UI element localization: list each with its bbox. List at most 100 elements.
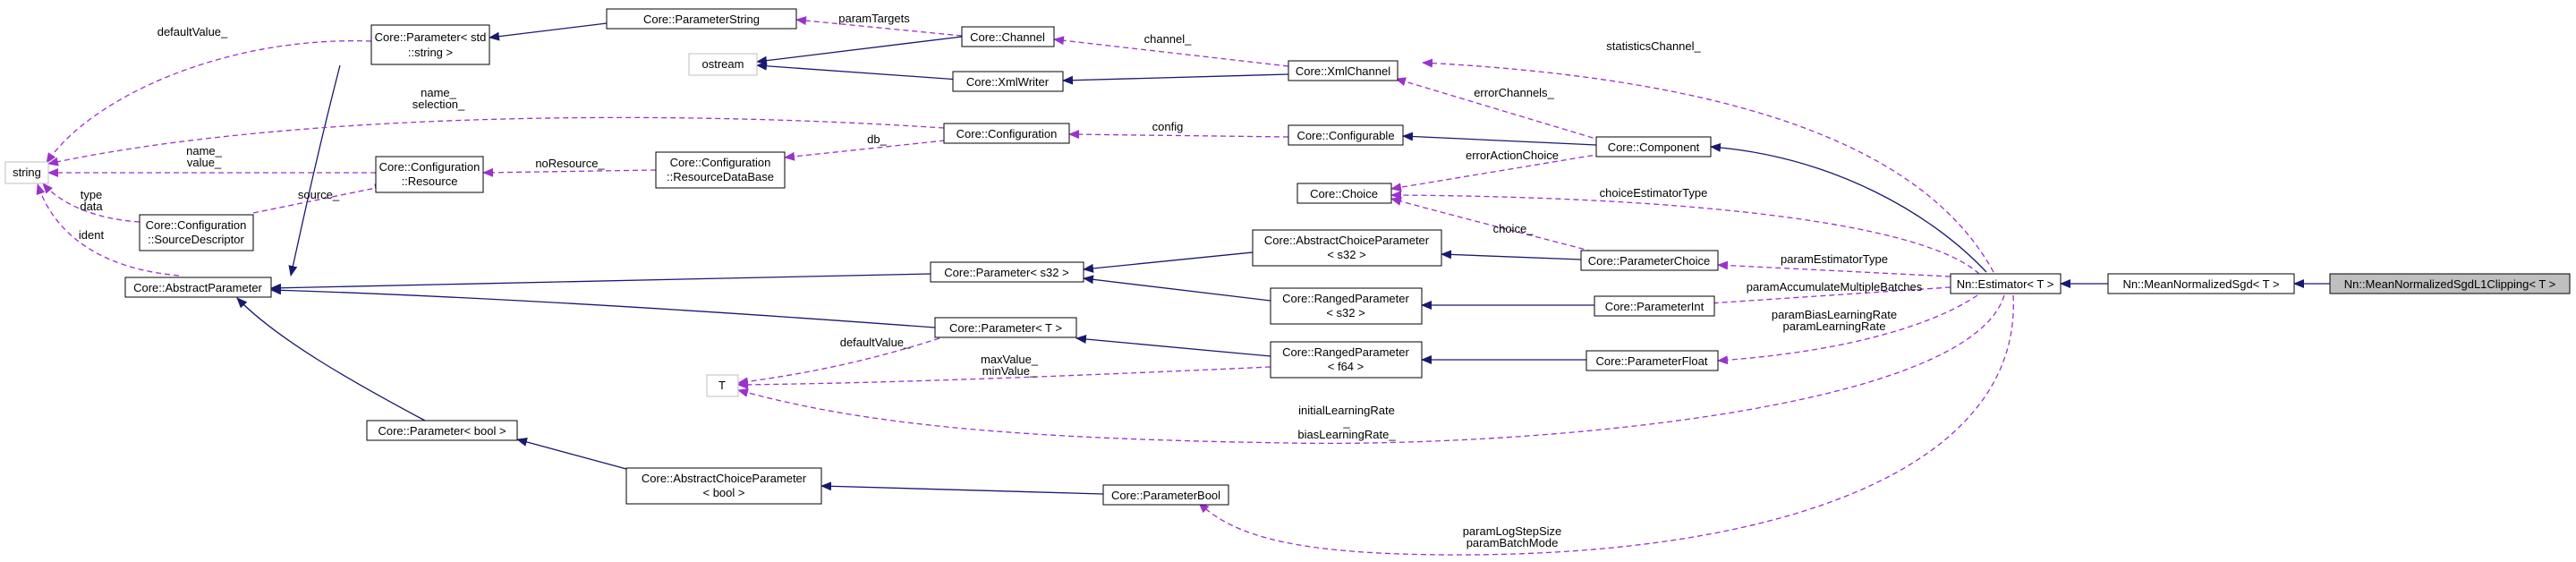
node-configuration-resource-database-line1: Core::Configuration bbox=[670, 156, 771, 169]
label-choice: choice_ bbox=[1493, 222, 1535, 235]
node-ranged-f64-line1: Core::RangedParameter bbox=[1282, 345, 1409, 359]
label-source: source_ bbox=[298, 188, 340, 201]
node-ranged-s32-line1: Core::RangedParameter bbox=[1282, 292, 1409, 305]
label-channel: channel_ bbox=[1144, 32, 1193, 46]
label-choice-estimator-type: choiceEstimatorType bbox=[1600, 186, 1708, 200]
edge-default-value-top bbox=[46, 40, 372, 164]
node-configuration[interactable]: Core::Configuration bbox=[943, 123, 1070, 144]
node-parameter-bool-class-label: Core::ParameterBool bbox=[1111, 489, 1220, 502]
node-parameter-int-label: Core::ParameterInt bbox=[1605, 300, 1705, 313]
edge-initial-lr bbox=[737, 294, 2005, 445]
edge-source bbox=[252, 183, 386, 214]
node-mean-normalized-sgd-l1-clipping-label: Nn::MeanNormalizedSgdL1Clipping< T > bbox=[2344, 277, 2556, 291]
node-ranged-f64[interactable]: Core::RangedParameter < f64 > bbox=[1270, 341, 1423, 379]
node-ranged-s32[interactable]: Core::RangedParameter < s32 > bbox=[1270, 287, 1423, 325]
node-configuration-resource[interactable]: Core::Configuration ::Resource bbox=[375, 156, 484, 193]
node-parameter-T[interactable]: Core::Parameter< T > bbox=[934, 317, 1077, 338]
node-abstract-choice-bool[interactable]: Core::AbstractChoiceParameter < bool > bbox=[625, 467, 822, 505]
node-abstract-parameter[interactable]: Core::AbstractParameter bbox=[124, 277, 272, 298]
node-configuration-resource-database-line2: ::ResourceDataBase bbox=[667, 170, 774, 183]
node-parameter-int[interactable]: Core::ParameterInt bbox=[1594, 295, 1715, 317]
edge-ranged-f64-to-param-T bbox=[1075, 335, 1271, 357]
node-component[interactable]: Core::Component bbox=[1595, 136, 1712, 158]
edge-channel-to-ostream bbox=[756, 36, 963, 65]
node-parameter-bool-label: Core::Parameter< bool > bbox=[378, 424, 506, 438]
node-xmlwriter-label: Core::XmlWriter bbox=[966, 75, 1050, 89]
node-xmlchannel-label: Core::XmlChannel bbox=[1296, 64, 1390, 78]
label-name-selection-1: name_ bbox=[421, 86, 457, 99]
edge-channel-member bbox=[1053, 36, 1289, 67]
edge-param-targets bbox=[795, 16, 963, 37]
node-abstract-choice-s32-line1: Core::AbstractChoiceParameter bbox=[1264, 234, 1430, 247]
label-param-targets: paramTargets bbox=[838, 12, 910, 25]
edge-name-selection bbox=[47, 116, 945, 166]
label-type-data-2: data bbox=[80, 200, 103, 213]
edge-component-to-configurable bbox=[1402, 132, 1597, 146]
node-T[interactable]: T bbox=[706, 374, 739, 397]
label-initial-lr-1: initialLearningRate bbox=[1298, 404, 1395, 417]
node-string-label: string bbox=[13, 166, 41, 179]
node-string[interactable]: string bbox=[4, 161, 49, 184]
label-param-log-step-1: paramLogStepSize bbox=[1463, 524, 1562, 538]
edge-default-value-mid bbox=[737, 337, 940, 387]
edge-xmlchannel-to-xmlwriter bbox=[1062, 73, 1289, 85]
usage-edges bbox=[36, 16, 2014, 556]
label-initial-lr-2: _ bbox=[1342, 415, 1350, 429]
node-parameter-string-class[interactable]: Core::ParameterString bbox=[606, 8, 797, 30]
node-mean-normalized-sgd-l1-clipping[interactable]: Nn::MeanNormalizedSgdL1Clipping< T > bbox=[2329, 273, 2571, 294]
edge-param-string-to-abstract bbox=[288, 64, 341, 277]
label-param-log-step-2: paramBatchMode bbox=[1467, 536, 1559, 549]
node-parameter-choice[interactable]: Core::ParameterChoice bbox=[1580, 250, 1719, 271]
node-param-string-line2: ::string > bbox=[408, 46, 453, 59]
node-parameter-string-label: Core::ParameterString bbox=[643, 13, 760, 26]
node-channel-label: Core::Channel bbox=[970, 30, 1045, 44]
node-xmlchannel[interactable]: Core::XmlChannel bbox=[1288, 60, 1399, 81]
label-param-bias-lr-2: paramLearningRate bbox=[1783, 319, 1886, 333]
label-statistics-channel: statisticsChannel_ bbox=[1606, 39, 1701, 53]
node-source-descriptor[interactable]: Core::Configuration ::SourceDescriptor bbox=[139, 214, 254, 251]
node-channel[interactable]: Core::Channel bbox=[961, 26, 1055, 47]
label-type-data-1: type bbox=[81, 188, 103, 201]
edge-estimator-to-component bbox=[1710, 142, 1987, 273]
node-parameter-float-label: Core::ParameterFloat bbox=[1596, 354, 1708, 368]
node-configurable[interactable]: Core::Configurable bbox=[1288, 124, 1404, 146]
node-param-string[interactable]: Core::Parameter< std ::string > bbox=[370, 24, 490, 65]
edge-statistics-channel bbox=[1422, 58, 1994, 273]
label-default-value-mid: defaultValue_ bbox=[840, 336, 911, 349]
edge-choice-estimator-type bbox=[1390, 191, 1980, 275]
label-name-value-2: value_ bbox=[187, 156, 222, 169]
edge-abs-choice-bool-to-param-bool bbox=[516, 438, 627, 470]
node-estimator-label: Nn::Estimator< T > bbox=[1957, 277, 2054, 291]
edge-config bbox=[1068, 130, 1289, 140]
label-db: db_ bbox=[867, 132, 887, 146]
label-param-accumulate: paramAccumulateMultipleBatches bbox=[1747, 280, 1923, 294]
node-choice[interactable]: Core::Choice bbox=[1297, 183, 1392, 204]
label-param-estimator-type: paramEstimatorType bbox=[1781, 252, 1888, 266]
node-parameter-s32[interactable]: Core::Parameter< s32 > bbox=[930, 261, 1084, 283]
node-parameter-s32-label: Core::Parameter< s32 > bbox=[944, 266, 1068, 279]
node-parameter-bool-class[interactable]: Core::ParameterBool bbox=[1102, 484, 1229, 506]
node-estimator[interactable]: Nn::Estimator< T > bbox=[1950, 273, 2062, 294]
node-mean-normalized-sgd[interactable]: Nn::MeanNormalizedSgd< T > bbox=[2107, 273, 2295, 294]
label-param-bias-lr-1: paramBiasLearningRate bbox=[1772, 308, 1897, 321]
node-xmlwriter[interactable]: Core::XmlWriter bbox=[952, 71, 1064, 92]
node-abstract-choice-s32[interactable]: Core::AbstractChoiceParameter < s32 > bbox=[1252, 229, 1442, 267]
node-abstract-choice-s32-line2: < s32 > bbox=[1327, 248, 1365, 261]
node-configuration-resource-database[interactable]: Core::Configuration ::ResourceDataBase bbox=[655, 151, 786, 189]
label-max-min-value-1: maxValue_ bbox=[981, 353, 1039, 366]
node-ranged-s32-line2: < s32 > bbox=[1326, 306, 1365, 319]
edge-param-accumulate bbox=[1681, 286, 1951, 310]
node-param-string-line1: Core::Parameter< std bbox=[375, 30, 487, 44]
edge-no-resource bbox=[482, 167, 657, 177]
node-parameter-bool[interactable]: Core::Parameter< bool > bbox=[366, 420, 518, 441]
edge-param-estimator-type bbox=[1717, 260, 1951, 277]
edge-param-bool-cls-to-abs-choice-bool bbox=[820, 481, 1104, 495]
node-parameter-T-label: Core::Parameter< T > bbox=[949, 321, 1062, 335]
edge-param-log-step bbox=[1198, 294, 2014, 556]
node-ostream[interactable]: ostream bbox=[688, 53, 758, 76]
node-mean-normalized-sgd-label: Nn::MeanNormalizedSgd< T > bbox=[2122, 277, 2279, 291]
edge-error-channels bbox=[1395, 77, 1603, 141]
node-component-label: Core::Component bbox=[1608, 140, 1700, 154]
label-name-selection-2: selection_ bbox=[412, 98, 465, 111]
node-parameter-float[interactable]: Core::ParameterFloat bbox=[1586, 350, 1719, 371]
